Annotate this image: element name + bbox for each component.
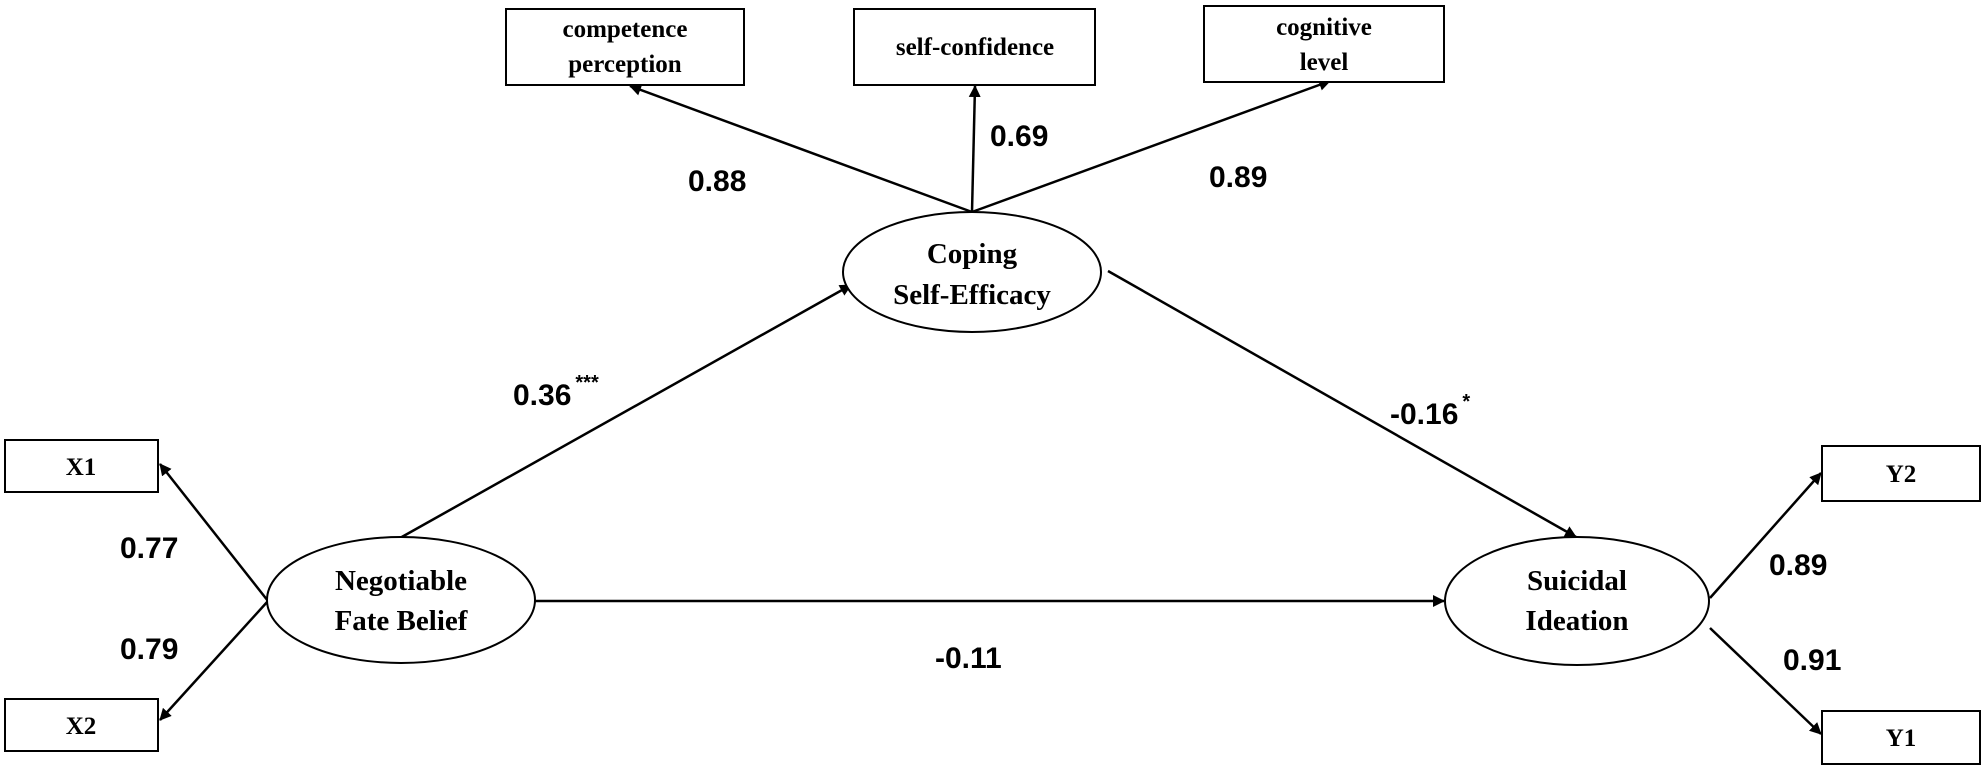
y1-box: Y1 (1821, 710, 1981, 765)
self-confidence-box: self-confidence (853, 8, 1096, 86)
arrows (159, 79, 1822, 735)
loading-x2: 0.79 (120, 633, 178, 666)
coping-self-efficacy-ellipse: Coping Self-Efficacy (842, 211, 1102, 333)
arrow-coping-to-suicidal (1107, 269, 1577, 539)
loading-x1: 0.77 (120, 532, 178, 565)
arrow-coping-to-competence (629, 84, 973, 214)
arrow-fate-to-x2 (159, 600, 269, 721)
x1-box: X1 (4, 439, 159, 493)
arrow-coping-to-self-confidence (968, 85, 981, 213)
suicidal-line2: Ideation (1525, 605, 1628, 637)
path-fate-to-suicidal: -0.11 (935, 642, 1002, 675)
arrow-fate-to-coping (399, 283, 852, 540)
path-coping-to-suicidal: -0.16 * (1390, 391, 1470, 431)
path-coping-to-suicidal-sig: * (1462, 391, 1470, 413)
suicidal-ideation-ellipse: Suicidal Ideation (1444, 536, 1710, 666)
loading-self-confidence: 0.69 (990, 120, 1048, 153)
y1-label: Y1 (1886, 725, 1917, 752)
coping-line1: Coping (927, 238, 1018, 270)
cognitive-level-line2: level (1300, 49, 1349, 76)
self-confidence-label: self-confidence (896, 34, 1054, 61)
coping-line2: Self-Efficacy (893, 279, 1051, 311)
arrow-fate-to-x1 (159, 463, 269, 602)
arrow-coping-to-cognitive (971, 79, 1331, 214)
loading-y2: 0.89 (1769, 549, 1827, 582)
arrow-suicidal-to-y1 (1709, 627, 1822, 735)
cognitive-level-box: cognitive level (1203, 5, 1445, 83)
path-coping-to-suicidal-value: -0.16 (1390, 398, 1458, 431)
path-fate-to-coping: 0.36 *** (513, 372, 599, 412)
loading-cognitive: 0.89 (1209, 161, 1267, 194)
x1-label: X1 (66, 454, 97, 481)
y2-label: Y2 (1886, 461, 1917, 488)
competence-perception-box: competence perception (505, 8, 745, 86)
loading-y1: 0.91 (1783, 644, 1841, 677)
suicidal-line1: Suicidal (1527, 565, 1627, 597)
arrow-suicidal-to-y2 (1709, 472, 1822, 599)
path-fate-to-coping-value: 0.36 (513, 379, 571, 412)
cognitive-level-line1: cognitive (1276, 14, 1372, 41)
x2-label: X2 (66, 713, 97, 740)
competence-perception-line1: competence (563, 16, 688, 43)
loading-competence: 0.88 (688, 165, 746, 198)
x2-box: X2 (4, 698, 159, 752)
competence-perception-line2: perception (568, 51, 682, 78)
fate-line1: Negotiable (335, 565, 467, 597)
path-fate-to-coping-sig: *** (575, 372, 599, 394)
negotiable-fate-belief-ellipse: Negotiable Fate Belief (266, 536, 536, 664)
fate-line2: Fate Belief (335, 605, 468, 637)
y2-box: Y2 (1821, 445, 1981, 502)
